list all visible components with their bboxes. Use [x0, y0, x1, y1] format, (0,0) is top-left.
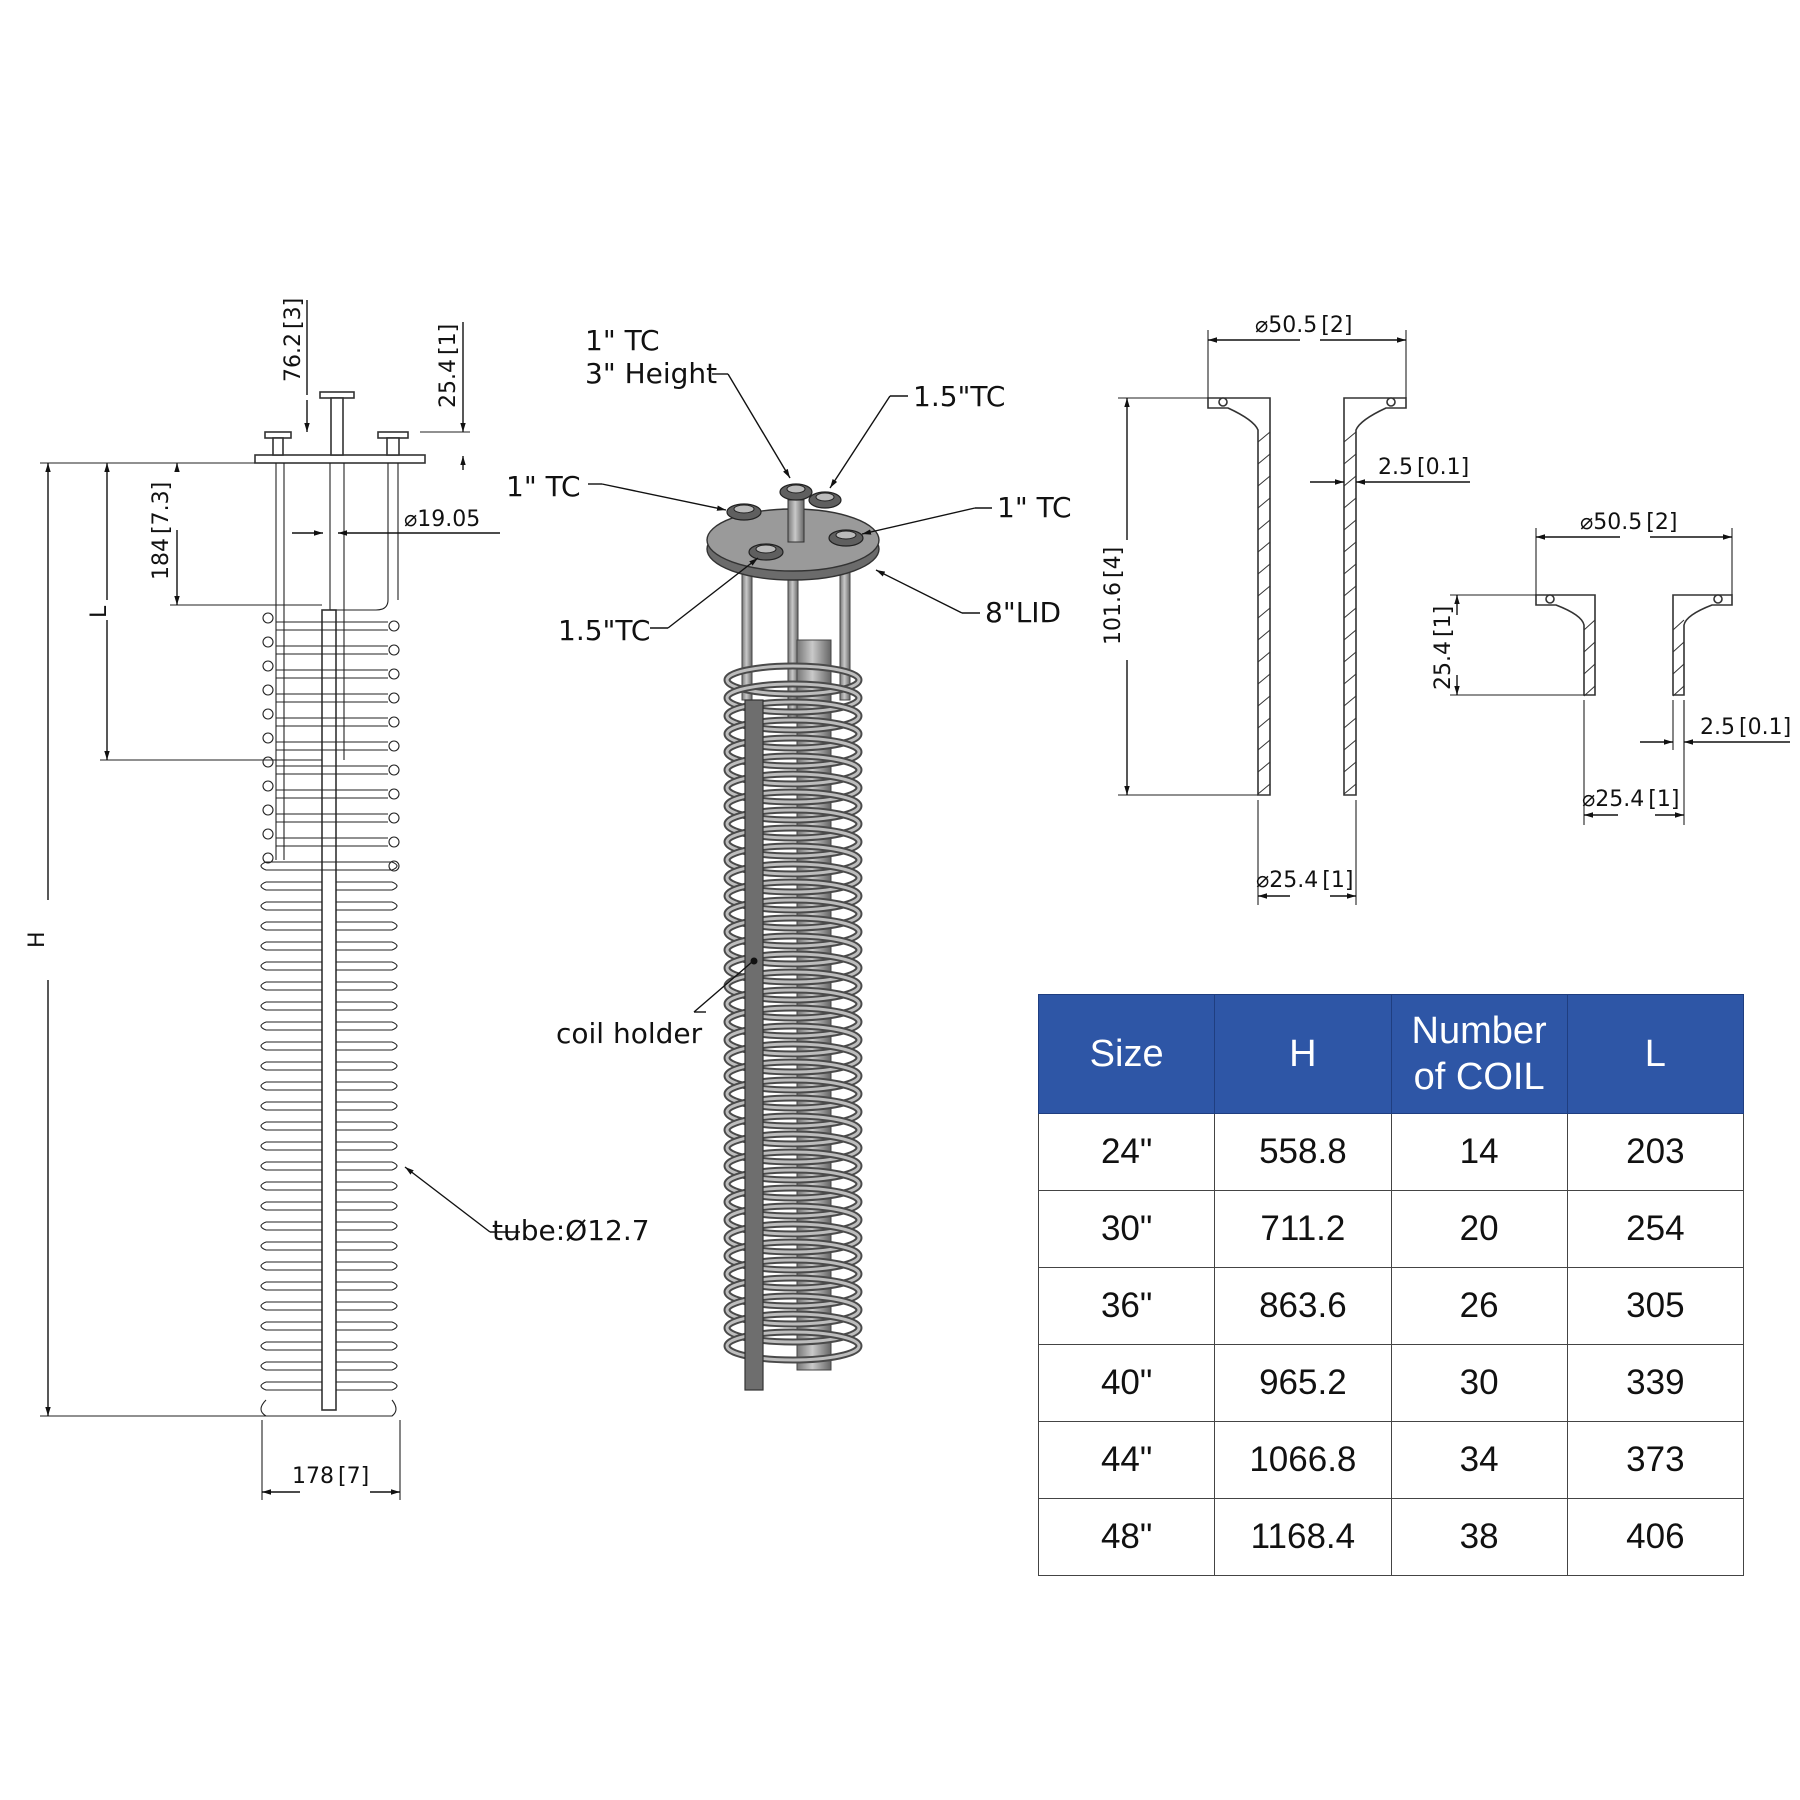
label-coil-holder: coil holder [556, 1017, 703, 1050]
isometric-view: 1" TC 3" Height 1.5"TC 1" TC 1" TC 1.5"T… [506, 324, 1072, 1391]
cell-l: 406 [1566, 1498, 1745, 1576]
cell-size: 40" [1037, 1344, 1216, 1422]
lid-ferrule-center [319, 391, 355, 456]
cell-coil: 30 [1390, 1344, 1568, 1422]
cell-coil: 14 [1390, 1113, 1568, 1191]
cell-h: 1168.4 [1214, 1498, 1392, 1576]
ferrule-long-section: ⌀50.5[2] 2.5[0.1] 101.6[4] ⌀25.4[1] [1101, 313, 1470, 905]
cell-h: 965.2 [1214, 1344, 1392, 1422]
lid-ferrule-right [377, 431, 409, 456]
cell-size: 30" [1037, 1190, 1216, 1268]
iso-tc-center [779, 483, 813, 501]
dim-short-wall: 2.5[0.1] [1700, 715, 1791, 740]
tube-label: tube:Ø12.7 [492, 1214, 650, 1247]
dim-short-height: 25.4[1] [1431, 606, 1456, 690]
dim-L-text: L [87, 605, 112, 618]
cell-l: 305 [1566, 1267, 1745, 1345]
lid-ferrule-left [264, 431, 292, 456]
label-8in-lid: 8"LID [985, 596, 1061, 629]
col-l: L [1566, 994, 1745, 1114]
dim-short-dia-bottom: ⌀25.4[1] [1582, 787, 1679, 812]
dim-19-text: ⌀19.05 [404, 507, 480, 532]
cell-size: 36" [1037, 1267, 1216, 1345]
coil-loops-lower [260, 861, 398, 1391]
cell-h: 558.8 [1214, 1113, 1392, 1191]
label-1in-tc-left: 1" TC [506, 470, 581, 503]
iso-tc-front [748, 543, 784, 561]
cell-size: 44" [1037, 1421, 1216, 1499]
cell-size: 24" [1037, 1113, 1216, 1191]
dim-H-text: H [25, 931, 50, 948]
cell-coil: 38 [1390, 1498, 1568, 1576]
dim-long-dia-bottom: ⌀25.4[1] [1256, 868, 1353, 893]
col-h: H [1214, 994, 1392, 1114]
cell-l: 373 [1566, 1421, 1745, 1499]
coil-holder-bar [744, 699, 764, 1391]
dim-short-dia-top: ⌀50.5[2] [1580, 510, 1677, 535]
iso-tc-right [828, 529, 864, 547]
label-3in-height: 3" Height [585, 357, 717, 390]
label-1in-tc-top: 1" TC [585, 324, 660, 357]
lid-plate [254, 454, 426, 464]
cell-h: 711.2 [1214, 1190, 1392, 1268]
iso-tc-rear [808, 491, 842, 509]
cell-h: 1066.8 [1214, 1421, 1392, 1499]
label-1in-tc-right: 1" TC [997, 491, 1072, 524]
cell-h: 863.6 [1214, 1267, 1392, 1345]
side-view: 76.2[3] 25.4[1] 184[7.3] ⌀19.05 L H [25, 298, 650, 1500]
cell-l: 339 [1566, 1344, 1745, 1422]
label-15in-tc-right: 1.5"TC [913, 380, 1005, 413]
dim-178-text: 178[7] [292, 1464, 369, 1489]
dim-long-wall: 2.5[0.1] [1378, 455, 1469, 480]
cell-coil: 34 [1390, 1421, 1568, 1499]
ferrule-short-section: ⌀50.5[2] 25.4[1] 2.5[0.1] ⌀25.4[1] [1431, 510, 1791, 825]
cell-coil: 20 [1390, 1190, 1568, 1268]
dim-long-height: 101.6[4] [1101, 547, 1126, 645]
iso-tc-left [726, 503, 762, 521]
label-15in-tc-left: 1.5"TC [558, 614, 650, 647]
dim-25-text: 25.4[1] [436, 324, 461, 408]
dim-184-text: 184[7.3] [149, 482, 174, 580]
dim-long-dia-top: ⌀50.5[2] [1255, 313, 1352, 338]
iso-coil [723, 662, 863, 1364]
cell-l: 203 [1566, 1113, 1745, 1191]
col-size: Size [1037, 994, 1216, 1114]
cell-l: 254 [1566, 1190, 1745, 1268]
cell-size: 48" [1037, 1498, 1216, 1576]
dim-76-text: 76.2[3] [281, 298, 306, 382]
cell-coil: 26 [1390, 1267, 1568, 1345]
